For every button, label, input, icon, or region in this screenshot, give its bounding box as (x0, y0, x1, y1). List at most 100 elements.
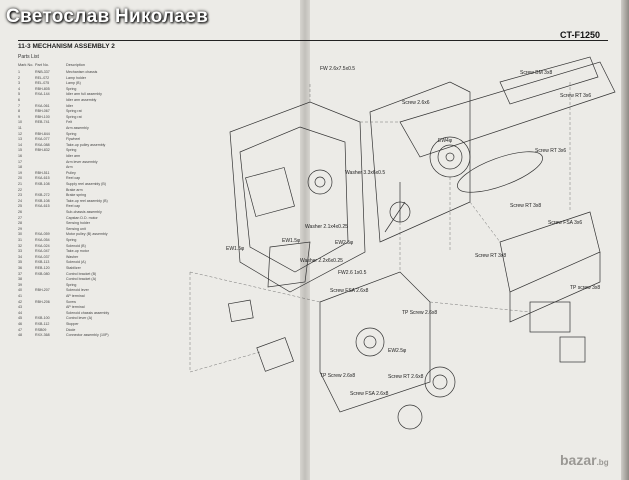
lower-assembly (319, 271, 431, 413)
row-mark: 7 (18, 103, 20, 108)
row-mark: 27 (18, 215, 22, 220)
row-mark: 22 (18, 187, 22, 192)
row-part-number: RXB-272 (35, 193, 50, 198)
label-washer: Washer 3.3x6x0.5 (345, 170, 385, 176)
row-description: Take-up motor (66, 249, 89, 254)
row-description: Take-up pulley assembly (66, 142, 106, 147)
row-description: AP terminal (66, 294, 85, 298)
row-description: Idler arm (66, 154, 81, 158)
label-ew: EW1.5φ (226, 246, 245, 252)
label-ew: EW4φ (438, 138, 453, 144)
row-description: Arm lever assembly (66, 159, 98, 164)
row-description: Arm (66, 165, 73, 170)
row-description: Pulley (66, 170, 76, 175)
row-mark: 37 (18, 271, 22, 276)
row-part-number: RBH-206 (35, 299, 50, 304)
row-part-number: RXA-037 (35, 254, 50, 259)
row-mark: 20 (18, 176, 22, 181)
row-description: Brake arm (66, 187, 83, 192)
row-part-number: RBH-207 (35, 288, 50, 293)
row-mark: 19 (18, 170, 22, 175)
row-mark: 29 (18, 226, 22, 231)
exploded-diagram: Screw BM 3x8 Screw RT 3x6 Screw RT 3x6 S… (189, 56, 616, 430)
row-part-number: RBH-511 (35, 170, 50, 175)
row-mark: 23 (18, 193, 22, 198)
row-mark: 35 (18, 260, 22, 265)
seller-watermark: Светослав Николаев (6, 6, 209, 27)
column-header-part: Part No. (35, 63, 49, 67)
label-screw-rt: Screw RT 3x6 (560, 93, 591, 99)
row-mark: 30 (18, 232, 22, 237)
row-description: Spring (66, 282, 77, 287)
row-mark: 3 (18, 81, 20, 86)
row-mark: 4 (18, 86, 20, 91)
row-description: Idler (66, 103, 73, 108)
row-mark: 47 (18, 327, 22, 332)
row-part-number: RBH-100 (35, 114, 50, 119)
row-description: Motor pulley (B) assembly (66, 232, 108, 237)
row-description: AP terminal (66, 305, 85, 310)
label-ew: EW2.5φ (335, 240, 354, 246)
row-part-number: RXB-108 (35, 198, 50, 203)
row-description: Arm assembly (66, 126, 89, 130)
row-mark: 24 (18, 198, 22, 203)
row-part-number: RXA-088 (35, 142, 50, 147)
row-mark: 12 (18, 131, 22, 136)
label-fw: FW 2.6x7.5x0.5 (320, 66, 355, 72)
label-tp-screw: TP Screw 2.6x8 (402, 310, 437, 316)
row-description: Spring rat (66, 109, 82, 114)
row-mark: 38 (18, 277, 22, 282)
row-mark: 46 (18, 322, 22, 326)
row-description: Stabilizer (66, 266, 81, 270)
row-part-number: RXA-059 (35, 232, 50, 237)
row-description: Control bracket (B) (66, 271, 97, 276)
row-description: Stopper (66, 322, 79, 326)
row-part-number: RXA-054 (35, 238, 50, 242)
row-part-number: RBH-067 (35, 109, 50, 114)
top-plate (399, 61, 616, 158)
row-description: Spring rat (66, 114, 82, 119)
row-mark: 41 (18, 294, 22, 298)
row-mark: 34 (18, 254, 22, 259)
label-washer: Washer 2.1x4x0.25 (305, 224, 348, 230)
label-screw-rt: Screw RT 3x6 (535, 148, 566, 154)
section-title: 11-3 MECHANISM ASSEMBLY 2 (18, 43, 115, 50)
row-mark: 28 (18, 221, 22, 226)
row-description: Reel cap (66, 176, 81, 181)
row-description: Capstan D.D. motor (66, 215, 98, 220)
row-part-number: RXB-113 (35, 260, 50, 265)
row-part-number: RXA-615 (35, 204, 50, 209)
row-part-number: RBH-805 (35, 86, 50, 91)
row-description: Connector assembly (10P) (66, 333, 109, 338)
mechanism-chassis (229, 101, 366, 293)
row-description: Idler arm full assembly (66, 92, 102, 97)
row-description: Washer (66, 254, 79, 259)
row-description: Brake spring (66, 193, 87, 198)
row-part-number: RNB-337 (35, 70, 50, 74)
column-header-desc: Description (66, 63, 85, 67)
row-mark: 16 (18, 154, 22, 158)
row-mark: 32 (18, 243, 22, 248)
row-description: Reel cap (66, 204, 81, 209)
label-tp-screw: TP screw 3x8 (570, 285, 600, 291)
row-mark: 10 (18, 120, 22, 125)
label-ew: EW1.5φ (282, 238, 301, 244)
row-description: Spring (66, 148, 77, 153)
label-ew: EW2.5φ (388, 348, 407, 354)
label-screw-fsa: Screw FSA 2.6x8 (330, 288, 369, 294)
sub-chassis (369, 81, 471, 243)
row-description: Solenoid (B) (66, 243, 86, 248)
row-part-number: RXA-144 (35, 92, 50, 97)
row-mark: 36 (18, 266, 22, 270)
row-description: Mechanism chassis (66, 70, 98, 74)
row-part-number: REB-120 (35, 266, 50, 270)
row-mark: 6 (18, 98, 20, 102)
label-tp-screw: TP Screw 2.6x8 (320, 373, 355, 379)
row-part-number: RXA-024 (35, 243, 50, 248)
row-mark: 18 (18, 165, 22, 170)
row-part-number: REB-741 (35, 120, 50, 125)
page-edge (621, 0, 629, 480)
row-mark: 15 (18, 148, 22, 153)
row-mark: 14 (18, 142, 22, 147)
